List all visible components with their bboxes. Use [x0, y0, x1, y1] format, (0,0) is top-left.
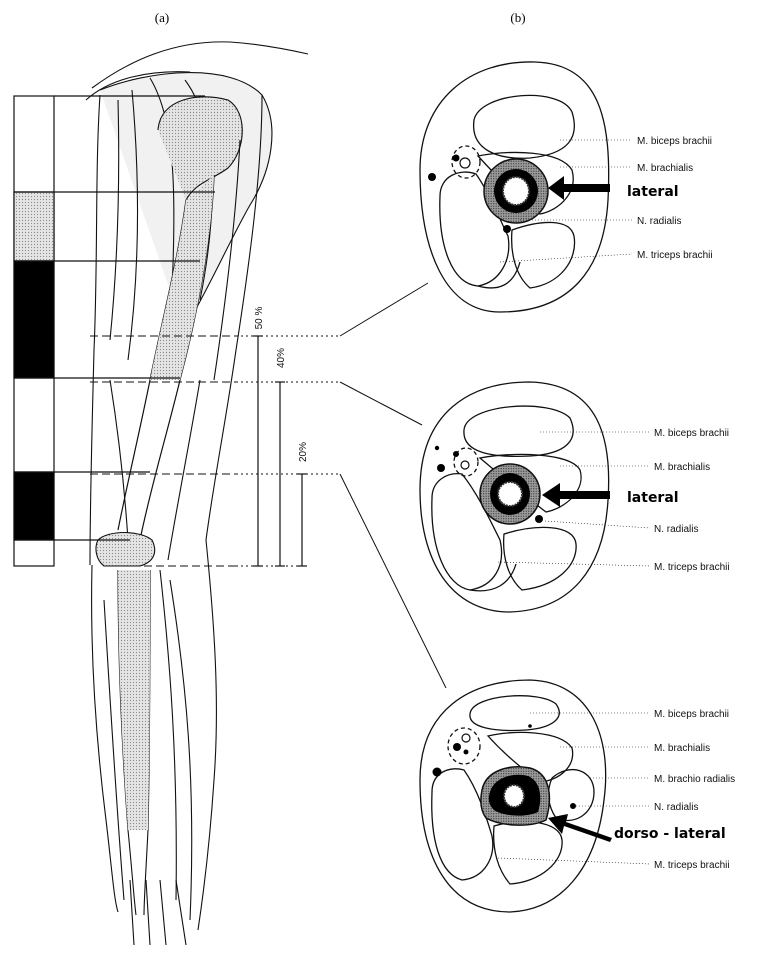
section-3-arrow: [548, 814, 612, 842]
section-3-radialis-label: N. radialis: [654, 802, 698, 813]
section-3-brachioradialis-label: M. brachio radialis: [654, 774, 735, 785]
section-1-biceps-label: M. biceps brachii: [637, 136, 712, 147]
section-2-radialis-label: N. radialis: [654, 524, 698, 535]
percent-40-label: 40%: [276, 348, 287, 368]
panel-label-b: (b): [510, 10, 525, 25]
section-3-triceps: [431, 768, 494, 881]
section-3-biceps: [469, 695, 560, 732]
section-3-brachialis-label: M. brachialis: [654, 743, 710, 754]
section-1-biceps: [473, 94, 575, 159]
panel-label-a: (a): [155, 10, 169, 25]
section-2-brachialis-label: M. brachialis: [654, 462, 710, 473]
section-3-outline: [419, 679, 607, 913]
grid-cell-black-2: [13, 471, 55, 541]
percentage-bars: [253, 335, 307, 567]
section-2-direction-label: lateral: [627, 490, 679, 506]
cross-section-2: M. biceps brachii M. brachialis lateral …: [419, 381, 730, 613]
section-1-outline: [419, 61, 610, 313]
section-3-triceps-label: M. triceps brachii: [654, 860, 730, 871]
section-2-triceps-label: M. triceps brachii: [654, 562, 730, 573]
cross-section-3: M. biceps brachii M. brachialis M. brach…: [419, 679, 735, 913]
section-2-triceps: [431, 473, 503, 591]
section-3-biceps-label: M. biceps brachii: [654, 709, 729, 720]
section-3-brachialis: [486, 731, 574, 783]
grid-cell-black-1: [13, 260, 55, 379]
percent-50-label: 50 %: [254, 306, 265, 329]
percent-20-label: 20%: [298, 442, 309, 462]
section-1-brachialis-label: M. brachialis: [637, 163, 693, 174]
section-level-lines: [90, 282, 447, 689]
section-1-arrow: [548, 176, 610, 200]
section-1-triceps: [439, 171, 510, 287]
arm-illustration: [85, 41, 309, 946]
section-3-direction-label: dorso - lateral: [614, 826, 726, 842]
section-2-arrow: [542, 483, 610, 507]
cross-section-1: M. biceps brachii M. brachialis lateral …: [419, 61, 713, 313]
section-1-radialis-label: N. radialis: [637, 216, 681, 227]
section-2-biceps: [463, 405, 574, 458]
grid-cell-stippled: [13, 191, 55, 262]
section-2-outline: [419, 381, 610, 613]
level-grid: [13, 95, 215, 567]
section-1-direction-label: lateral: [627, 184, 679, 200]
section-2-biceps-label: M. biceps brachii: [654, 428, 729, 439]
section-1-triceps-label: M. triceps brachii: [637, 250, 713, 261]
